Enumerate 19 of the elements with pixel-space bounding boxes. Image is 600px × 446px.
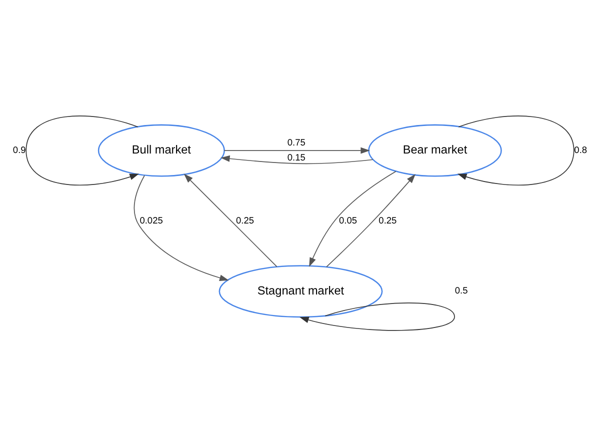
edge-label: 0.8 [574, 144, 588, 155]
arrow [184, 174, 278, 268]
arrow [26, 116, 139, 186]
arrow [220, 155, 374, 164]
arrow [309, 170, 396, 267]
arrow [224, 147, 370, 154]
edge-label: 0.9 [12, 144, 26, 155]
arrow [457, 116, 574, 186]
node-ellipse: Bear market [368, 124, 502, 177]
edge-label: 0.5 [454, 286, 468, 296]
edge-label: 0.75 [287, 137, 306, 148]
edge-label: 0.025 [140, 215, 163, 226]
arrow [134, 175, 229, 282]
edge-label: 0.25 [236, 215, 254, 226]
edge-label: 0.25 [378, 215, 397, 226]
edge-label: 0.05 [339, 215, 358, 226]
arrow [326, 174, 416, 268]
node-ellipse: Bull market [98, 124, 225, 177]
edge-label: 0.15 [287, 152, 306, 162]
